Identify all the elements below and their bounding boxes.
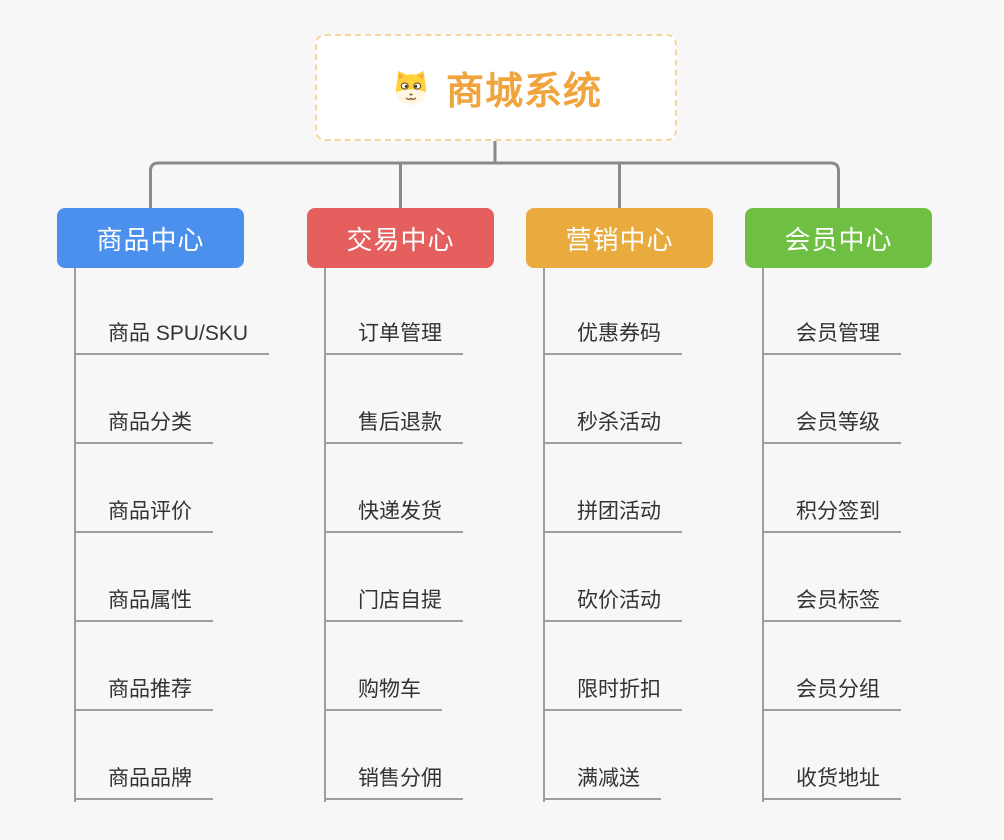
child-item[interactable]: 积分签到 [762,483,901,533]
child-item[interactable]: 商品品牌 [74,750,213,800]
child-item[interactable]: 订单管理 [324,305,463,355]
child-item[interactable]: 销售分佣 [324,750,463,800]
branch-vertical-line [543,268,545,802]
branch-vertical-line [762,268,764,802]
child-item[interactable]: 会员标签 [762,572,901,622]
child-item[interactable]: 商品属性 [74,572,213,622]
child-item[interactable]: 限时折扣 [543,661,682,711]
child-item[interactable]: 商品分类 [74,394,213,444]
branch-vertical-line [324,268,326,802]
branch-column: 会员中心会员管理会员等级积分签到会员标签会员分组收货地址 [745,208,932,802]
child-item[interactable]: 快递发货 [324,483,463,533]
child-item[interactable]: 售后退款 [324,394,463,444]
child-item[interactable]: 满减送 [543,750,661,800]
child-item[interactable]: 门店自提 [324,572,463,622]
child-item[interactable]: 商品推荐 [74,661,213,711]
child-item[interactable]: 购物车 [324,661,442,711]
root-title: 商城系统 [445,71,602,113]
child-item[interactable]: 会员管理 [762,305,901,355]
branch-node[interactable]: 交易中心 [307,208,494,268]
child-item[interactable]: 砍价活动 [543,572,682,622]
branch-vertical-line [74,268,76,802]
child-item[interactable]: 优惠券码 [543,305,682,355]
branch-node[interactable]: 营销中心 [526,208,713,268]
child-item[interactable]: 商品 SPU/SKU [74,305,270,355]
child-item[interactable]: 收货地址 [762,750,901,800]
branch-column: 营销中心优惠券码秒杀活动拼团活动砍价活动限时折扣满减送 [526,208,713,802]
dog-face-icon [395,70,427,104]
child-item[interactable]: 拼团活动 [543,483,682,533]
child-item[interactable]: 商品评价 [74,483,213,533]
branch-column: 交易中心订单管理售后退款快递发货门店自提购物车销售分佣 [307,208,494,802]
child-item[interactable]: 会员等级 [762,394,901,444]
branch-node[interactable]: 会员中心 [745,208,932,268]
child-item[interactable]: 秒杀活动 [543,394,682,444]
branch-column: 商品中心商品 SPU/SKU 商品分类商品评价商品属性商品推荐商品品牌 [57,208,270,802]
child-item[interactable]: 会员分组 [762,661,901,711]
branch-node[interactable]: 商品中心 [57,208,244,268]
root-node[interactable]: 商城系统 [315,34,677,141]
